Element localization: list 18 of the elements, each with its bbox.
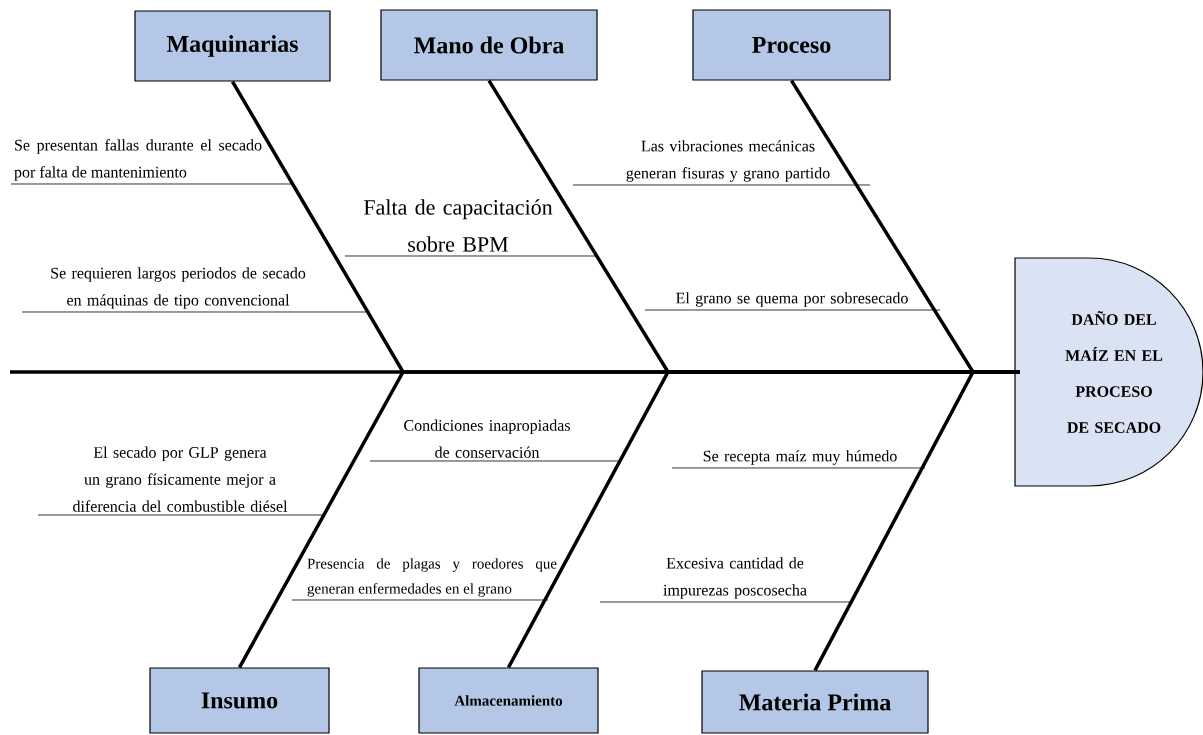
- category-box: Materia Prima: [701, 670, 929, 734]
- cause-label: Falta de capacitación sobre BPM: [344, 199, 598, 257]
- category-box: Mano de Obra: [380, 9, 598, 81]
- effect-head: DAÑO DEL MAÍZ EN EL PROCESO DE SECADO: [1014, 257, 1203, 487]
- category-box: Almacenamiento: [418, 667, 599, 734]
- cause-label: Se recepta maíz muy húmedo: [671, 450, 926, 469]
- fishbone-line: [813, 370, 1020, 672]
- category-box: Insumo: [149, 667, 330, 734]
- category-box: Maquinarias: [134, 10, 331, 82]
- cause-label: Presencia de plagas y roedores que generan enfermedades en el grano: [291, 558, 557, 601]
- cause-label: Se requieren largos periodos de secado en máquinas de tipo convencional: [21, 267, 371, 313]
- cause-label: El secado por GLP genera un grano físicamente mejor a diferencia del combustible diésel: [37, 446, 323, 516]
- cause-label: Condiciones inapropiadas de conservación: [369, 419, 621, 462]
- cause-label: Excesiva cantidad de impurezas poscosecha: [599, 557, 851, 603]
- cause-label: Las vibraciones mecánicas generan fisuras y grano partido: [572, 140, 871, 186]
- cause-label: El grano se quema por sobresecado: [644, 292, 941, 311]
- cause-label: Se presentan fallas durante el secado por falta de mantenimiento: [10, 139, 293, 185]
- category-box: Proceso: [692, 9, 891, 81]
